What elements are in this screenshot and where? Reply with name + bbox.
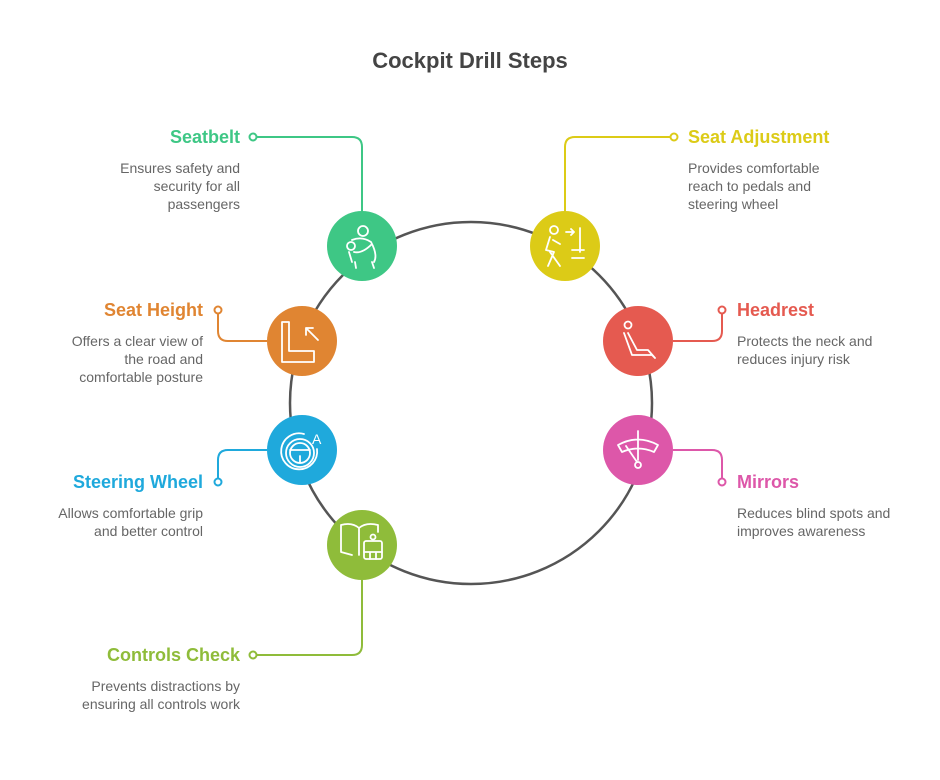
step-description: Protects the neck and reduces injury ris…: [737, 333, 873, 367]
step-title: Seat Height: [103, 300, 203, 320]
steering-wheel-icon: A: [267, 415, 337, 485]
connector-dot: [248, 132, 258, 142]
step-description: Provides comfortable reach to pedals and…: [688, 160, 820, 212]
step-title: Steering Wheel: [72, 472, 203, 492]
person-with-seatbelt-icon: [327, 211, 397, 281]
connector-seat-adjustment: [564, 136, 670, 211]
manual-robot-icon: [327, 510, 397, 580]
step-controls-check: Controls Check Prevents distractions by …: [10, 644, 240, 713]
windshield-wiper-icon: [603, 415, 673, 485]
connector-seat-height: [217, 314, 267, 342]
connector-dot: [717, 305, 727, 315]
step-title: Mirrors: [737, 472, 800, 492]
connector-seatbelt: [257, 136, 363, 211]
connector-dot: [669, 132, 679, 142]
step-description: Allows comfortable grip and better contr…: [58, 505, 203, 539]
step-seat-adjustment: Seat Adjustment Provides comfortable rea…: [688, 126, 918, 213]
step-description: Offers a clear view of the road and comf…: [71, 333, 203, 385]
step-headrest: Headrest Protects the neck and reduces i…: [737, 299, 940, 368]
svg-text:A: A: [312, 431, 322, 447]
connector-headrest: [673, 314, 723, 342]
step-description: Ensures safety and security for all pass…: [120, 160, 240, 212]
step-title: Seat Adjustment: [688, 127, 830, 147]
connector-controls-check: [257, 580, 363, 656]
step-seat-height: Seat Height Offers a clear view of the r…: [0, 299, 203, 386]
connector-dot: [248, 650, 258, 660]
connector-mirrors: [673, 449, 723, 478]
seated-person-icon: [603, 306, 673, 376]
step-title: Controls Check: [106, 645, 240, 665]
connector-dot: [717, 477, 727, 487]
person-walking-to-seat-icon: [530, 211, 600, 281]
step-description: Prevents distractions by ensuring all co…: [82, 678, 240, 712]
diagram-title: Cockpit Drill Steps: [372, 48, 568, 73]
step-steering-wheel: Steering Wheel Allows comfortable grip a…: [0, 471, 203, 540]
cycle-ring: [288, 220, 654, 586]
step-mirrors: Mirrors Reduces blind spots and improves…: [737, 471, 940, 540]
step-seatbelt: Seatbelt Ensures safety and security for…: [10, 126, 240, 213]
seat-adjust-arrow-icon: [267, 306, 337, 376]
connector-dot: [213, 305, 223, 315]
step-description: Reduces blind spots and improves awarene…: [737, 505, 891, 539]
step-title: Seatbelt: [169, 127, 240, 147]
connector-steering-wheel: [217, 449, 267, 478]
step-title: Headrest: [737, 300, 815, 320]
connector-dot: [213, 477, 223, 487]
